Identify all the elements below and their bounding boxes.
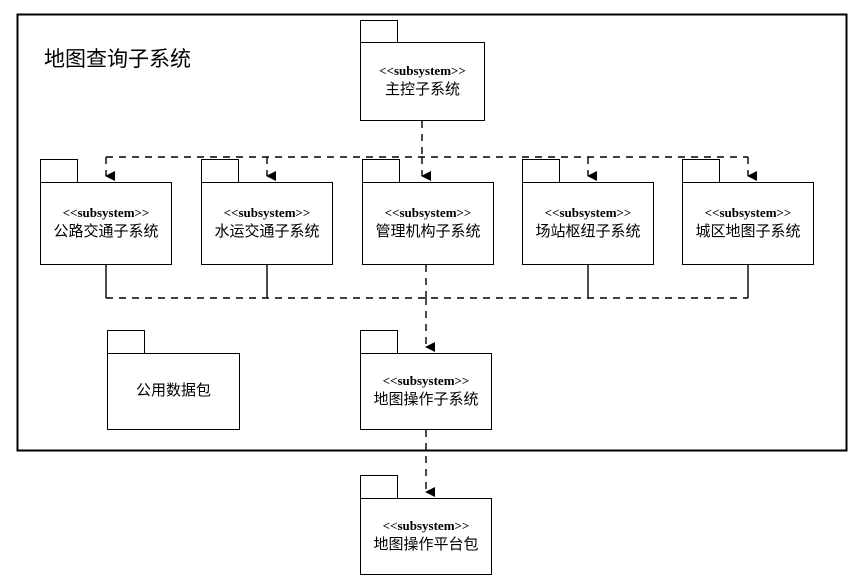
package-stereotype: <<subsystem>>	[223, 205, 311, 220]
package-tab	[40, 159, 78, 183]
package-name: 管理机构子系统	[375, 223, 481, 241]
package-stereotype: <<subsystem>>	[544, 205, 632, 220]
package-name: 城区地图子系统	[695, 223, 801, 241]
package-tab	[201, 159, 239, 183]
package-tab	[682, 159, 720, 183]
package-body: <<subsystem>> 管理机构子系统	[362, 182, 494, 265]
package-name: 地图操作平台包	[373, 536, 479, 554]
package-body: <<subsystem>> 地图操作子系统	[360, 353, 492, 430]
subsystem-frame-border	[16, 13, 848, 452]
package-name: 公路交通子系统	[53, 223, 159, 241]
package-body: <<subsystem>> 主控子系统	[360, 42, 485, 121]
package-name: 水运交通子系统	[214, 223, 320, 241]
package-body: 公用数据包	[107, 353, 240, 430]
package-body: <<subsystem>> 水运交通子系统	[201, 182, 333, 265]
package-tab	[107, 330, 145, 354]
package-name: 公用数据包	[135, 382, 211, 400]
package-stereotype: <<subsystem>>	[62, 205, 150, 220]
package-tab	[360, 475, 398, 499]
package-stereotype: <<subsystem>>	[379, 63, 466, 78]
package-stereotype: <<subsystem>>	[382, 373, 470, 388]
package-body: <<subsystem>> 场站枢纽子系统	[522, 182, 654, 265]
package-tab	[362, 159, 400, 183]
package-name: 地图操作子系统	[373, 391, 479, 409]
package-name: 主控子系统	[384, 81, 460, 99]
package-tab	[360, 20, 398, 43]
package-stereotype: <<subsystem>>	[704, 205, 792, 220]
package-name: 场站枢纽子系统	[535, 223, 641, 241]
package-body: <<subsystem>> 城区地图子系统	[682, 182, 814, 265]
package-tab	[522, 159, 560, 183]
package-stereotype: <<subsystem>>	[384, 205, 472, 220]
page-title: 地图查询子系统	[44, 48, 191, 71]
package-body: <<subsystem>> 公路交通子系统	[40, 182, 172, 265]
package-body: <<subsystem>> 地图操作平台包	[360, 498, 492, 575]
package-tab	[360, 330, 398, 354]
package-stereotype: <<subsystem>>	[382, 518, 470, 533]
